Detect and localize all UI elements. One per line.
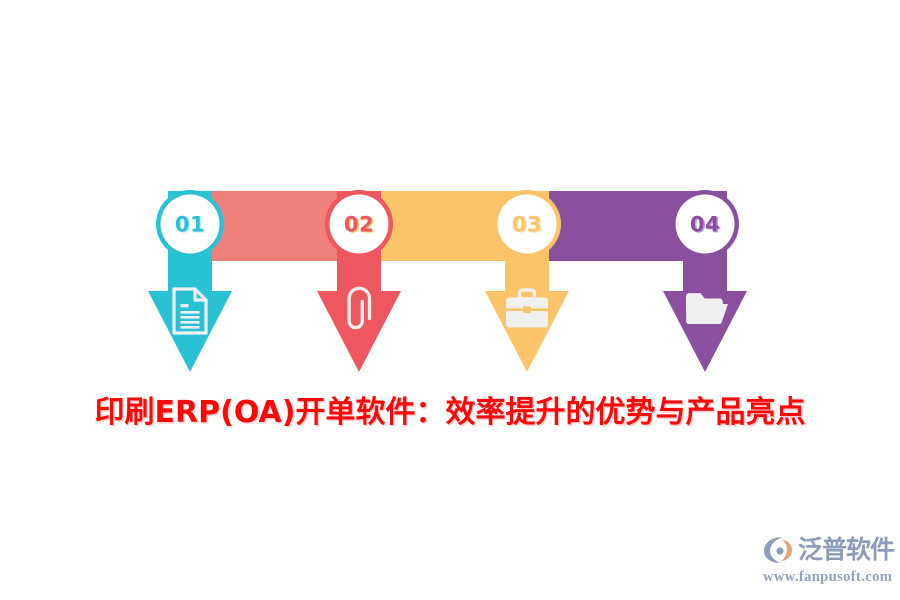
brand-logo[interactable]: 泛普软件 www.fanpusoft.com (762, 532, 895, 592)
step-01-circle-inner (160, 194, 220, 254)
step-03-number: 03 (512, 212, 542, 236)
step-02-number-shadow: 02 (345, 214, 375, 238)
step-01[interactable]: 01 01 (148, 190, 232, 372)
step-03-number-shadow: 03 (513, 214, 543, 238)
logo-brand-text: 泛普软件 (798, 535, 895, 564)
step-02-number: 02 (344, 212, 374, 236)
logo-row: 泛普软件 (762, 532, 895, 568)
step-01-number-shadow: 01 (176, 214, 206, 238)
step-03[interactable]: 03 03 (485, 190, 569, 372)
step-02[interactable]: 02 02 (317, 190, 401, 372)
fanpu-logo-icon (764, 537, 792, 563)
banner-bars (190, 191, 705, 261)
step-03-circle-inner (497, 194, 557, 254)
step-04-circle-inner (675, 194, 735, 254)
step-01-number: 01 (175, 212, 205, 236)
logo-url-text[interactable]: www.fanpusoft.com (763, 569, 893, 585)
step-02-circle-inner (329, 194, 389, 254)
step-04[interactable]: 04 04 (663, 190, 747, 372)
page-title: 印刷ERP(OA)开单软件：效率提升的优势与产品亮点 (94, 395, 806, 430)
step-04-number: 04 (690, 212, 720, 236)
step-04-number-shadow: 04 (691, 214, 721, 238)
